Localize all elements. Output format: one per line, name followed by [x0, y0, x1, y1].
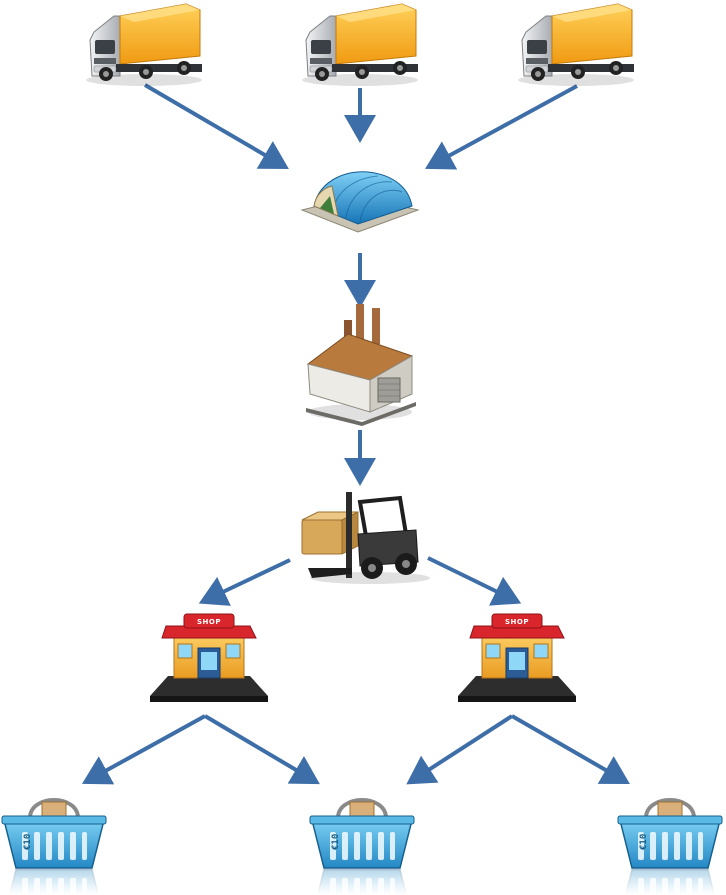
- basket-label: €10: [23, 834, 33, 850]
- truck-icon: [301, 3, 419, 87]
- shop-sign: SHOP: [505, 618, 529, 626]
- shop-icon: SHOP: [149, 613, 269, 703]
- basket-label: €10: [331, 834, 341, 850]
- shop-icon: SHOP: [457, 613, 577, 703]
- arrow-shop-left-to-basket-left: [81, 714, 206, 785]
- truck-icon: [85, 3, 203, 87]
- shopping-basket-icon: €10: [0, 798, 108, 870]
- arrow-forklift-to-shop-left: [198, 558, 291, 606]
- arrow-shop-left-to-basket-middle: [203, 714, 320, 785]
- arrow-forklift-to-shop-right: [427, 556, 522, 606]
- basket-label: €10: [639, 834, 649, 850]
- arrow-truck3-to-warehouse: [424, 84, 578, 170]
- reflection-fade: [0, 870, 726, 895]
- truck-icon: [517, 3, 635, 87]
- shopping-basket-icon: €10: [616, 798, 724, 870]
- warehouse-icon: [301, 171, 419, 233]
- arrows: [81, 83, 630, 785]
- arrow-truck1-to-warehouse: [143, 83, 289, 170]
- shop-sign: SHOP: [197, 618, 221, 626]
- forklift-icon: [300, 490, 432, 586]
- factory-icon: [305, 303, 417, 427]
- shopping-basket-icon: €10: [308, 798, 416, 870]
- arrow-shop-right-to-basket-right: [511, 714, 630, 784]
- arrow-shop-right-to-basket-middle: [406, 714, 514, 785]
